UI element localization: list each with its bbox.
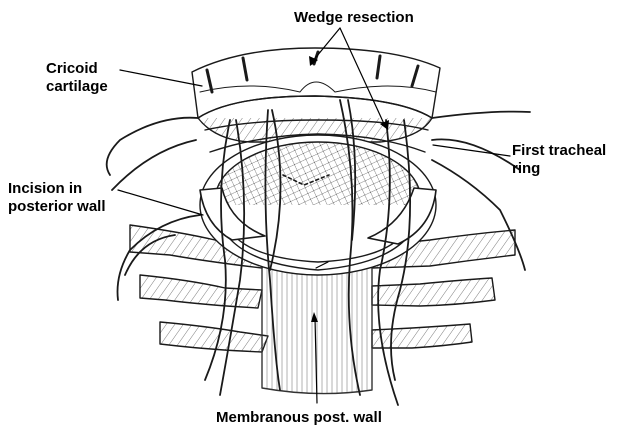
label-membranous-post-wall: Membranous post. wall — [216, 409, 382, 427]
label-first-tracheal-ring: First tracheal ring — [512, 142, 606, 178]
label-cricoid-cartilage: Cricoid cartilage — [46, 60, 108, 96]
label-incision-posterior-wall: Incision in posterior wall — [8, 180, 106, 216]
first-tracheal-ring — [200, 120, 436, 275]
label-wedge-resection: Wedge resection — [294, 9, 414, 27]
